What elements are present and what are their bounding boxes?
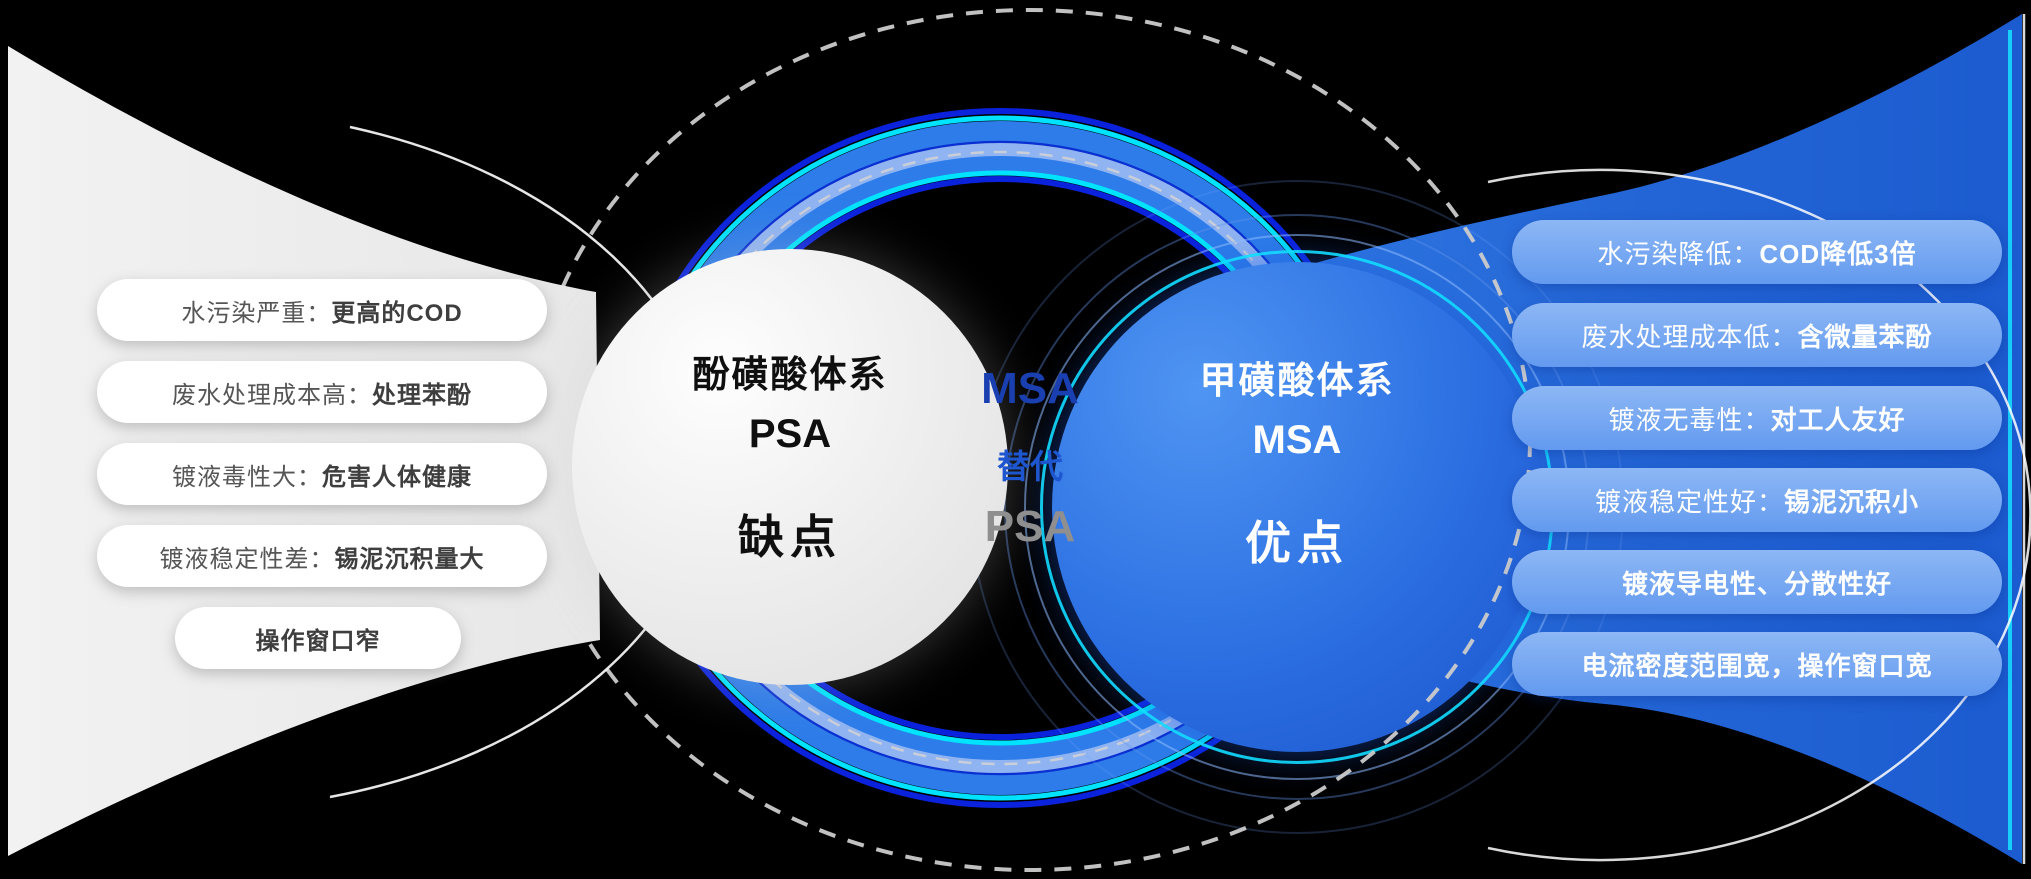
pill-text: 废水处理成本高： xyxy=(172,381,372,409)
pill-emphasis: 锡泥沉积小 xyxy=(1784,486,1920,517)
psa-abbr: PSA xyxy=(748,411,832,456)
pill-emphasis: 镀液导电性、分散性好 xyxy=(1621,568,1892,599)
pill-text: 水污染严重： xyxy=(181,299,332,327)
pill-text: 镀液稳定性好： xyxy=(1594,486,1784,517)
psa-tag: 缺点 xyxy=(738,510,842,563)
pill-emphasis: 处理苯酚 xyxy=(372,381,472,409)
advantage-pill: 水污染降低：COD降低3倍 xyxy=(1512,220,2002,284)
psa-system-title: 酚磺酸体系 xyxy=(692,353,888,395)
center-psa-label: PSA xyxy=(984,502,1076,551)
pill-text: 废水处理成本低： xyxy=(1581,321,1798,352)
pill-text: 镀液毒性大： xyxy=(172,463,322,491)
disadvantage-pill: 镀液稳定性差：锡泥沉积量大 xyxy=(97,525,547,587)
advantage-pill: 镀液稳定性好：锡泥沉积小 xyxy=(1512,468,2002,532)
msa-system-title: 甲磺酸体系 xyxy=(1199,359,1395,401)
disadvantage-pill: 操作窗口窄 xyxy=(175,607,461,669)
disadvantage-pill: 水污染严重：更高的COD xyxy=(97,279,547,341)
pill-emphasis: 电流密度范围宽，操作窗口宽 xyxy=(1581,650,1933,681)
advantage-pill: 废水处理成本低：含微量苯酚 xyxy=(1512,303,2002,367)
disadvantage-pill: 废水处理成本高：处理苯酚 xyxy=(97,361,547,423)
msa-tag: 优点 xyxy=(1245,516,1349,569)
psa-circle: 酚磺酸体系 PSA 缺点 xyxy=(572,249,1008,685)
pill-emphasis: 含微量苯酚 xyxy=(1797,321,1933,352)
advantage-pill: 镀液无毒性：对工人友好 xyxy=(1512,386,2002,450)
pill-emphasis: 更高的COD xyxy=(331,299,463,327)
right-white-arc xyxy=(1487,168,2031,862)
advantage-pill: 电流密度范围宽，操作窗口宽 xyxy=(1512,632,2002,696)
pill-text: 水污染降低： xyxy=(1597,238,1760,269)
pill-text: 镀液稳定性差： xyxy=(159,545,335,573)
pill-emphasis: 危害人体健康 xyxy=(322,463,472,491)
pill-emphasis: COD降低3倍 xyxy=(1759,238,1917,269)
pill-emphasis: 操作窗口窄 xyxy=(255,627,381,655)
center-msa-label: MSA xyxy=(981,364,1079,413)
pill-emphasis: 对工人友好 xyxy=(1770,404,1906,435)
center-substitute-label: 替代 xyxy=(997,448,1063,485)
pill-emphasis: 锡泥沉积量大 xyxy=(334,545,485,573)
disadvantage-pill: 镀液毒性大：危害人体健康 xyxy=(97,443,547,505)
advantage-pill: 镀液导电性、分散性好 xyxy=(1512,550,2002,614)
msa-abbr: MSA xyxy=(1252,417,1342,462)
pill-text: 镀液无毒性： xyxy=(1608,404,1771,435)
